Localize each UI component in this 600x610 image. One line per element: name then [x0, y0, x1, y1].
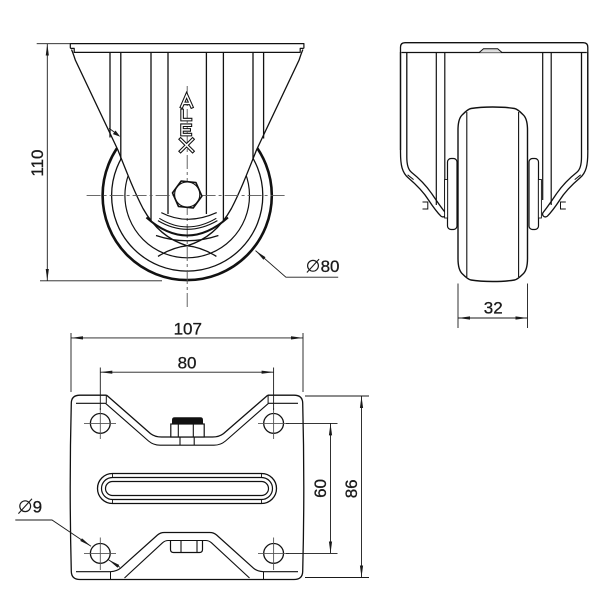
svg-text:80: 80	[178, 354, 197, 373]
svg-text:32: 32	[484, 299, 503, 318]
svg-text:107: 107	[174, 319, 202, 338]
svg-text:60: 60	[311, 479, 330, 498]
svg-text:9: 9	[33, 498, 42, 517]
svg-text:110: 110	[28, 149, 47, 176]
svg-text:80: 80	[321, 257, 340, 276]
svg-text:86: 86	[342, 479, 361, 498]
